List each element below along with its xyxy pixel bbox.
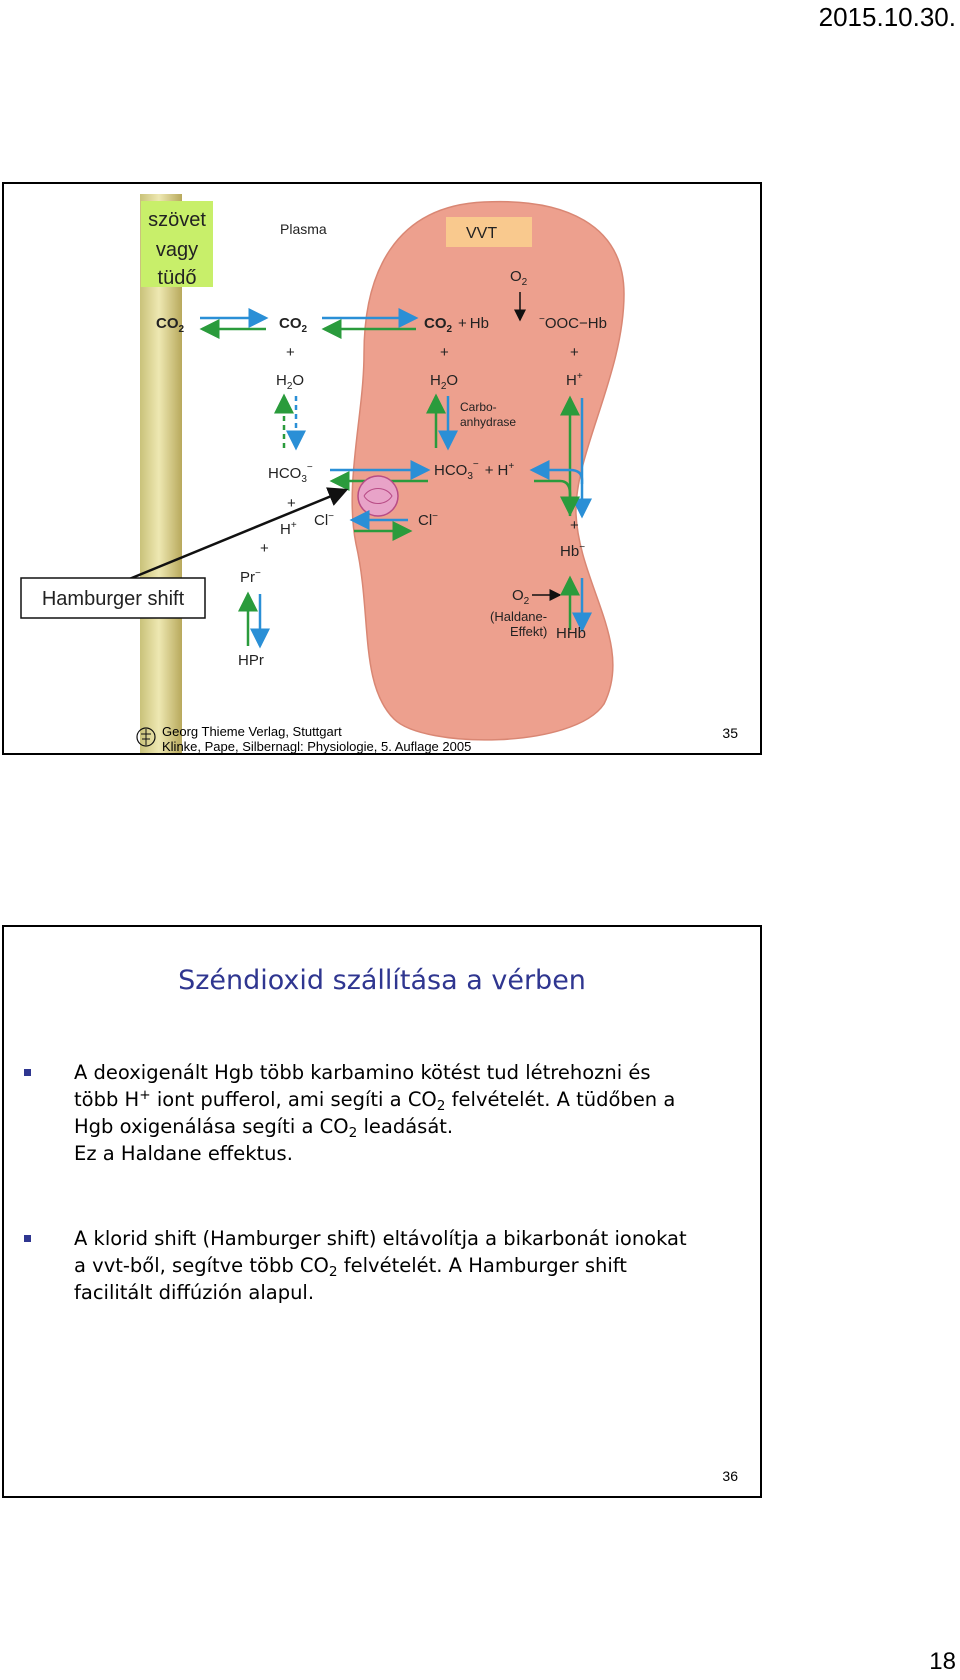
hpr: HPr: [238, 652, 264, 669]
page-date: 2015.10.30.: [819, 2, 956, 33]
bullet-haldane-text: A deoxigenált Hgb több karbamino kötést …: [50, 1059, 690, 1167]
slide-35: szövet vagy tüdő Plasma VVT CO2 CO2 CO2 …: [2, 182, 762, 755]
slide-number: 35: [722, 725, 738, 741]
hhb: HHb: [556, 625, 586, 642]
page-number: 18: [929, 1648, 956, 1676]
plus-hb: +Hb: [458, 315, 489, 332]
slide-number: 36: [722, 1468, 738, 1484]
bullet-square-icon: [24, 1235, 31, 1242]
publisher-logo: [136, 725, 156, 749]
credit-line-1: Georg Thieme Verlag, Stuttgart: [162, 724, 471, 739]
bullet-haldane: A deoxigenált Hgb több karbamino kötést …: [50, 1059, 690, 1167]
slide-title: Széndioxid szállítása a vérben: [4, 965, 760, 996]
co2-plasma: CO2: [279, 315, 308, 335]
svg-text:+: +: [570, 344, 579, 361]
plasma-label: Plasma: [280, 221, 327, 237]
cl-plasma: Cl−: [314, 511, 334, 529]
co2-transport-diagram: szövet vagy tüdő Plasma VVT CO2 CO2 CO2 …: [4, 184, 760, 753]
haldane-line2: Effekt): [510, 624, 547, 639]
svg-text:+: +: [287, 495, 296, 512]
credit-line-2: Klinke, Pape, Silbernagl: Physiologie, 5…: [162, 739, 471, 754]
slide-36: Széndioxid szállítása a vérben A deoxige…: [2, 925, 762, 1498]
haldane-line1: (Haldane-: [490, 609, 547, 624]
svg-text:+: +: [286, 344, 295, 361]
tissue-label-line3: tüdő: [158, 267, 197, 289]
h2o-plasma: H2O: [276, 372, 304, 392]
pr-minus: Pr−: [240, 568, 261, 586]
bullet-hamburger: A klorid shift (Hamburger shift) eltávol…: [50, 1225, 690, 1306]
tissue-label-line2: vagy: [156, 239, 198, 261]
carbonic-anhydrase-line2: anhydrase: [460, 415, 516, 429]
bullet-square-icon: [24, 1069, 31, 1076]
carbonic-anhydrase-line1: Carbo-: [460, 400, 497, 414]
svg-text:+: +: [440, 344, 449, 361]
tissue-label-line1: szövet: [148, 209, 206, 231]
svg-text:+: +: [260, 540, 269, 557]
hamburger-label: Hamburger shift: [42, 588, 185, 610]
bullet-hamburger-text: A klorid shift (Hamburger shift) eltávol…: [50, 1225, 690, 1306]
carbamino-hb: −OOC−Hb: [539, 314, 607, 332]
publisher-credit: Georg Thieme Verlag, Stuttgart Klinke, P…: [162, 724, 471, 754]
h-plus-plasma: H+: [280, 520, 297, 538]
hco3-plasma: HCO3−: [268, 462, 313, 485]
rbc-label: VVT: [466, 225, 497, 242]
svg-text:+: +: [570, 517, 579, 534]
